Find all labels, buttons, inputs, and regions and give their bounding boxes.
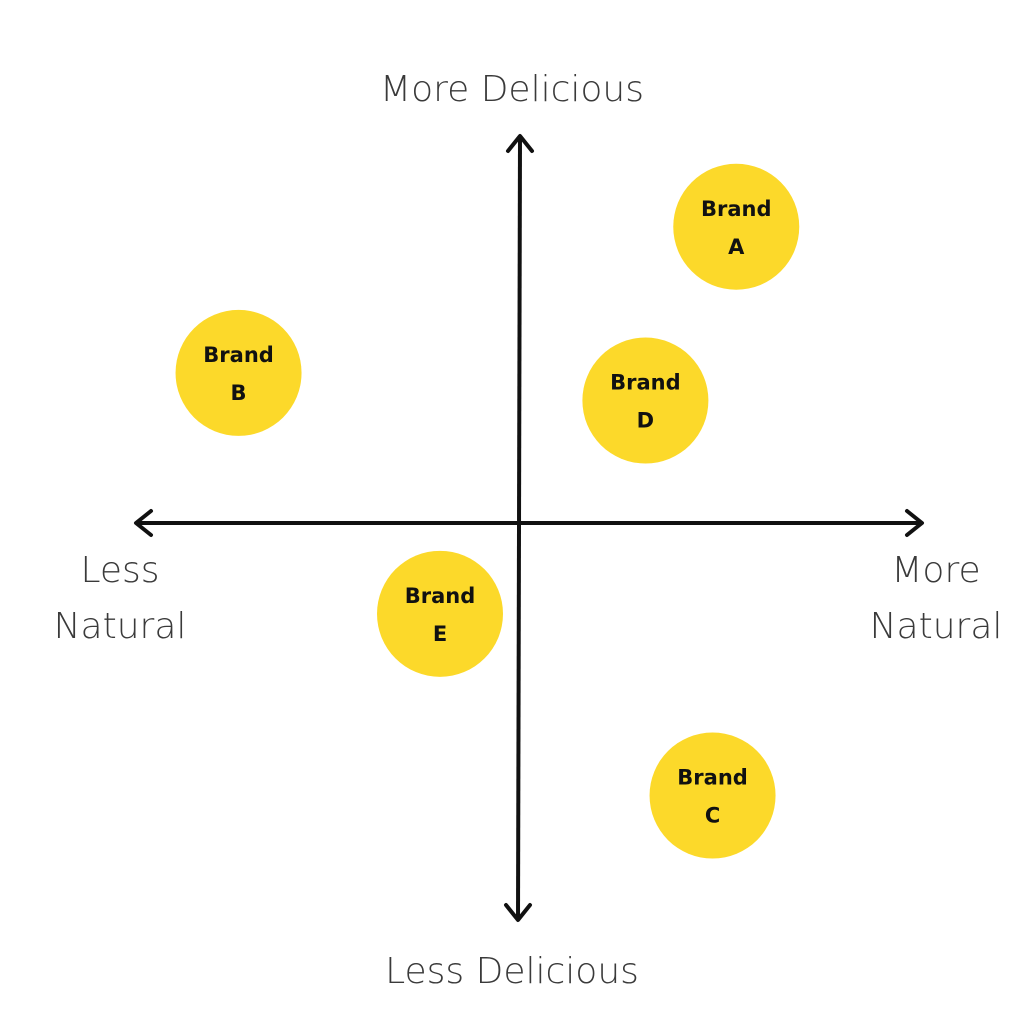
- axes: [134, 134, 924, 922]
- brand-b-bubble: [175, 309, 302, 436]
- bottom-arrow-head: [504, 903, 532, 922]
- axis-label-less-natural: Less Natural: [20, 543, 220, 655]
- axis-label-more-delicious: More Delicious: [312, 62, 712, 118]
- axis-label-top-text: More Delicious: [380, 69, 644, 110]
- axis-label-more-natural: More Natural: [836, 543, 1024, 655]
- vertical-axis: [516, 135, 522, 921]
- brand-d-bubble: [582, 337, 709, 464]
- left-arrow-head: [134, 509, 153, 537]
- axis-label-right-line-1: More: [891, 550, 981, 591]
- right-arrow-head: [905, 509, 924, 537]
- axis-label-left-line-1: Less: [80, 550, 160, 591]
- axis-label-left-line-2: Natural: [53, 606, 187, 647]
- top-arrow-head: [506, 134, 534, 153]
- axis-label-right-line-2: Natural: [869, 606, 1003, 647]
- axis-label-bottom-text: Less Delicious: [385, 951, 639, 992]
- axis-label-less-delicious: Less Delicious: [312, 944, 712, 1000]
- brand-e-bubble: [377, 550, 503, 677]
- brand-c-bubble: [649, 732, 776, 859]
- brand-a-bubble: [673, 163, 800, 290]
